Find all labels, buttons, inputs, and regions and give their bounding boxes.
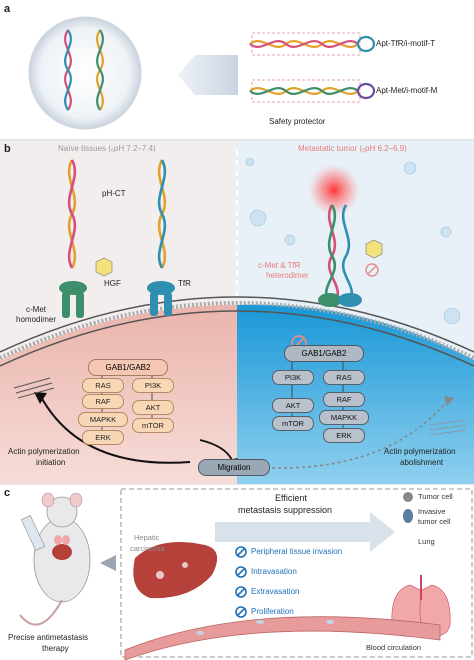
left-pi3k: PI3K	[132, 378, 174, 393]
cmet-label: c-Met	[26, 305, 46, 314]
therapy-line1: Precise antimetastasis	[8, 633, 89, 642]
suppression-arrow	[215, 512, 395, 552]
invasive-label-2: tumor cell	[418, 517, 451, 526]
left-erk: ERK	[82, 430, 124, 445]
panel-b-letter: b	[4, 143, 11, 155]
naive-tissues-title: Naïve tissues (ₑpH 7.2–7.4)	[58, 144, 156, 153]
right-mtor: mTOR	[272, 416, 314, 431]
panel-c-letter: c	[4, 487, 11, 499]
initiation-arrow	[39, 394, 191, 464]
apt-met-label: Apt-Met/i-motif-M	[376, 86, 438, 95]
left-akt: AKT	[132, 400, 174, 415]
actin-right-line1: Actin polymerization	[384, 447, 456, 456]
membrane-inner	[0, 310, 474, 367]
right-pi3k: PI3K	[272, 370, 314, 385]
apt-tfr-strand	[249, 35, 376, 53]
blood-vessel	[124, 616, 441, 660]
membrane-outer	[0, 296, 474, 353]
invasive-label-1: Invasive	[418, 507, 446, 516]
actin-left-line2: initiation	[36, 458, 66, 467]
liver	[133, 541, 218, 599]
tfr-label: TfR	[178, 279, 191, 288]
protector-arrow	[178, 55, 238, 95]
apt-met-strand	[249, 82, 376, 100]
gab-right: GAB1/GAB2	[284, 345, 364, 362]
invasive-cell-icon	[403, 509, 413, 523]
actin-left-line1: Actin polymerization	[8, 447, 80, 456]
migration-pill: Migration	[198, 459, 270, 476]
tumor-cell-label: Tumor cell	[418, 492, 453, 501]
hgf-label: HGF	[104, 279, 121, 288]
helix-pair-in-sphere	[64, 29, 104, 111]
hepatic-label-2: carcinoma	[130, 544, 165, 553]
inhibit-intravasation: Intravasation	[251, 567, 297, 576]
gab-left: GAB1/GAB2	[88, 359, 168, 376]
mouse-illustration	[19, 492, 91, 626]
ph-ct-label: pH-CT	[102, 189, 126, 198]
actin-right-line2: abolishment	[400, 458, 444, 467]
tfr-shape	[147, 281, 175, 316]
homodimer-label: homodimer	[16, 315, 57, 324]
right-erk: ERK	[323, 428, 365, 443]
inhibit-peripheral: Peripheral tissue invasion	[251, 547, 343, 556]
proton-bubbles	[245, 157, 461, 325]
blood-circulation-label: Blood circulation	[366, 643, 422, 652]
left-helices	[67, 159, 167, 269]
heterodimer-shape	[318, 293, 362, 307]
heterodimer-label-2: heterodimer	[266, 271, 309, 280]
panel-c-graphics	[19, 488, 473, 660]
right-akt: AKT	[272, 398, 314, 413]
lung-label: Lung	[418, 537, 435, 546]
block-symbol-small	[365, 263, 379, 277]
cmet-homodimer-shape	[59, 281, 87, 318]
panel-a-graphics	[28, 16, 376, 130]
right-mapkk: MAPKK	[319, 410, 369, 425]
right-raf: RAF	[323, 392, 365, 407]
inhibit-proliferation: Proliferation	[251, 607, 294, 616]
left-mapkk: MAPKK	[78, 412, 128, 427]
left-mtor: mTOR	[132, 418, 174, 433]
red-glow	[308, 164, 360, 216]
block-icons	[235, 546, 247, 618]
panel-a-letter: a	[4, 3, 11, 15]
panel-b-graphics	[0, 141, 474, 484]
therapy-line2: therapy	[42, 644, 69, 653]
panel-c-box	[120, 488, 473, 658]
metastatic-tumor-title: Metastatic tumor (ₑpH 6.2–6.9)	[298, 144, 407, 153]
efficient-line2: metastasis suppression	[238, 505, 333, 515]
left-raf: RAF	[82, 394, 124, 409]
hgf-hexagon	[95, 257, 113, 277]
safety-protector-sphere	[28, 16, 142, 130]
right-helices	[324, 204, 354, 299]
right-ras: RAS	[323, 370, 365, 385]
tumor-cell-icon	[403, 492, 413, 502]
left-ras: RAS	[82, 378, 124, 393]
heterodimer-label-1: c-Met & TfR	[258, 261, 301, 270]
inhibit-extravasation: Extravasation	[251, 587, 300, 596]
efficient-line1: Efficient	[275, 493, 307, 503]
actin-left	[13, 377, 55, 399]
safety-protector-label: Safety protector	[269, 117, 326, 126]
hepatic-label-1: Hepatic	[134, 533, 160, 542]
apt-tfr-label: Apt-TfR/i-motif-T	[376, 39, 436, 48]
abolishment-arrow	[271, 399, 449, 469]
actin-right	[429, 419, 467, 436]
